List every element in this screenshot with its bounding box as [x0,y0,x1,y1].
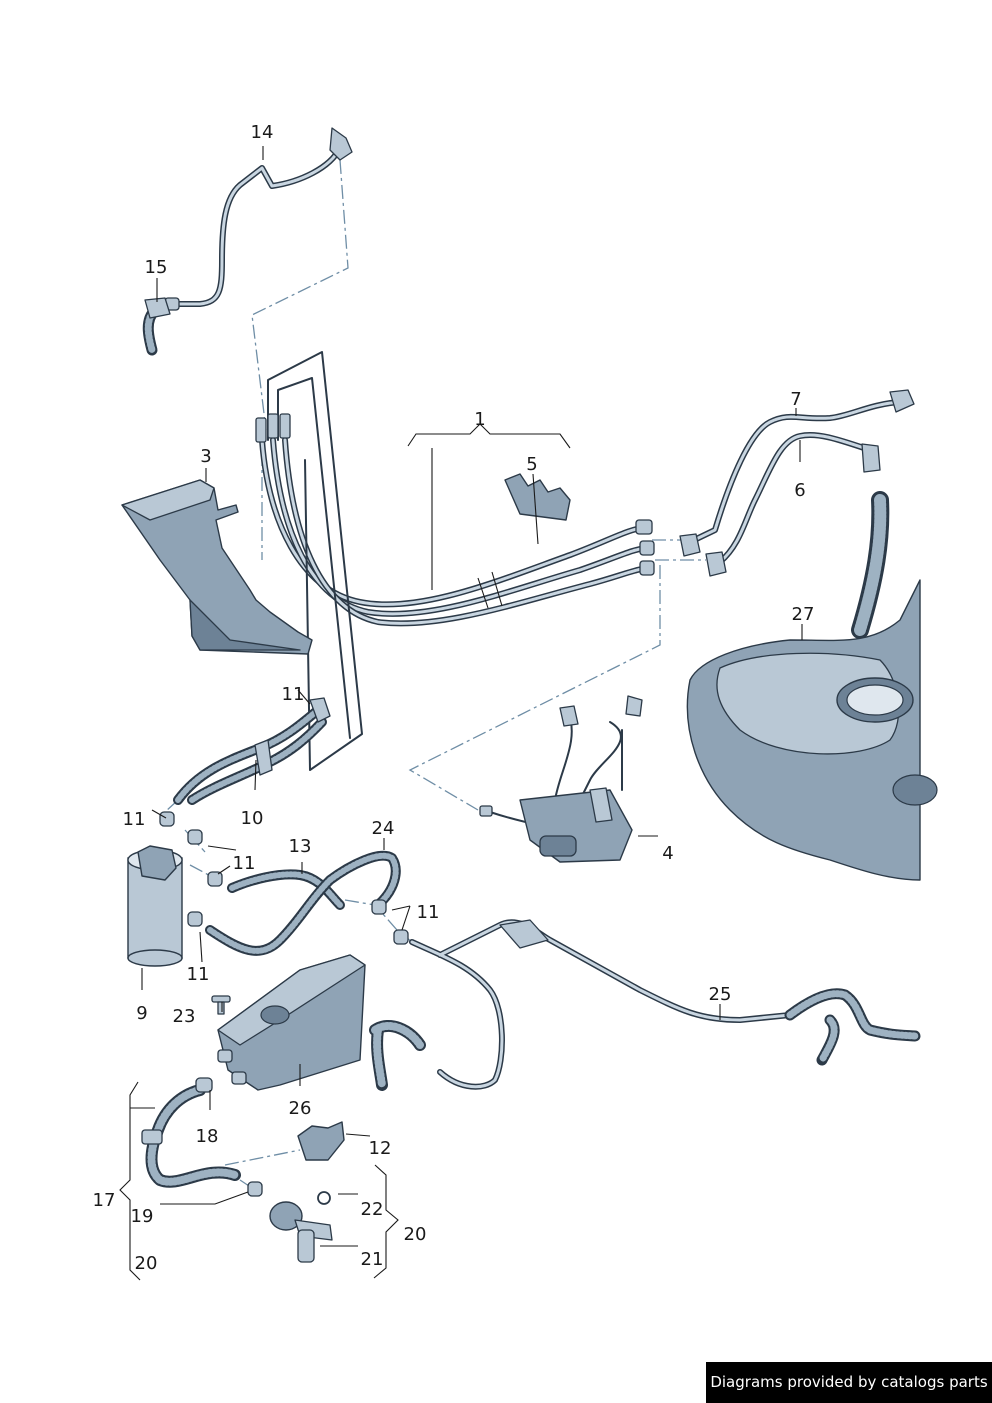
cooler-26 [217,954,366,1091]
callout-11-b: 11 [123,809,146,830]
pipe-6 [705,432,881,577]
heat-shield-3 [121,479,313,655]
callout-18: 18 [196,1126,219,1147]
hoses-13-24 [205,850,409,956]
callout-labels: 1 3 4 5 6 7 9 10 11 11 11 11 11 12 13 14… [93,122,815,1274]
callout-25: 25 [709,984,732,1005]
callout-19: 19 [131,1206,154,1227]
callout-11-d: 11 [187,964,210,985]
callout-14: 14 [251,122,274,143]
callout-5: 5 [526,454,537,475]
callout-23: 23 [173,1006,196,1027]
callout-15: 15 [145,257,168,278]
callout-27: 27 [792,604,815,625]
clamp-12 [297,1121,345,1161]
callout-26: 26 [289,1098,312,1119]
callout-4: 4 [662,843,673,864]
callout-17: 17 [93,1190,116,1211]
callout-3: 3 [200,446,211,467]
callout-11-e: 11 [417,902,440,923]
harness-4 [479,695,643,863]
callout-7: 7 [790,389,801,410]
callout-10: 10 [241,808,264,829]
footer-credit: Diagrams provided by catalogs parts [706,1362,992,1403]
callout-21: 21 [361,1249,384,1270]
callout-20-a: 20 [135,1253,158,1274]
clip-5 [504,473,571,521]
pipe-bundle-1 [255,351,655,771]
callout-11-a: 11 [282,684,305,705]
pipe-25 [369,919,921,1091]
callout-11-c: 11 [233,853,256,874]
pipe-14 [164,127,353,311]
hose-17 [141,1077,241,1188]
callout-24: 24 [372,818,395,839]
connector-15 [142,297,171,356]
callout-1: 1 [474,409,485,430]
callout-12: 12 [369,1138,392,1159]
pipe-7 [679,389,915,557]
fuel-filter-9 [127,811,223,967]
callout-6: 6 [794,480,805,501]
valve-20 [247,1181,333,1263]
callout-20-b: 20 [404,1224,427,1245]
hoses-10 [173,697,331,805]
leader-lines [119,146,803,1281]
callout-9: 9 [136,1003,147,1024]
bolt-23 [211,995,231,1015]
callout-13: 13 [289,836,312,857]
fuel-tank-27 [686,491,938,881]
callout-22: 22 [361,1199,384,1220]
